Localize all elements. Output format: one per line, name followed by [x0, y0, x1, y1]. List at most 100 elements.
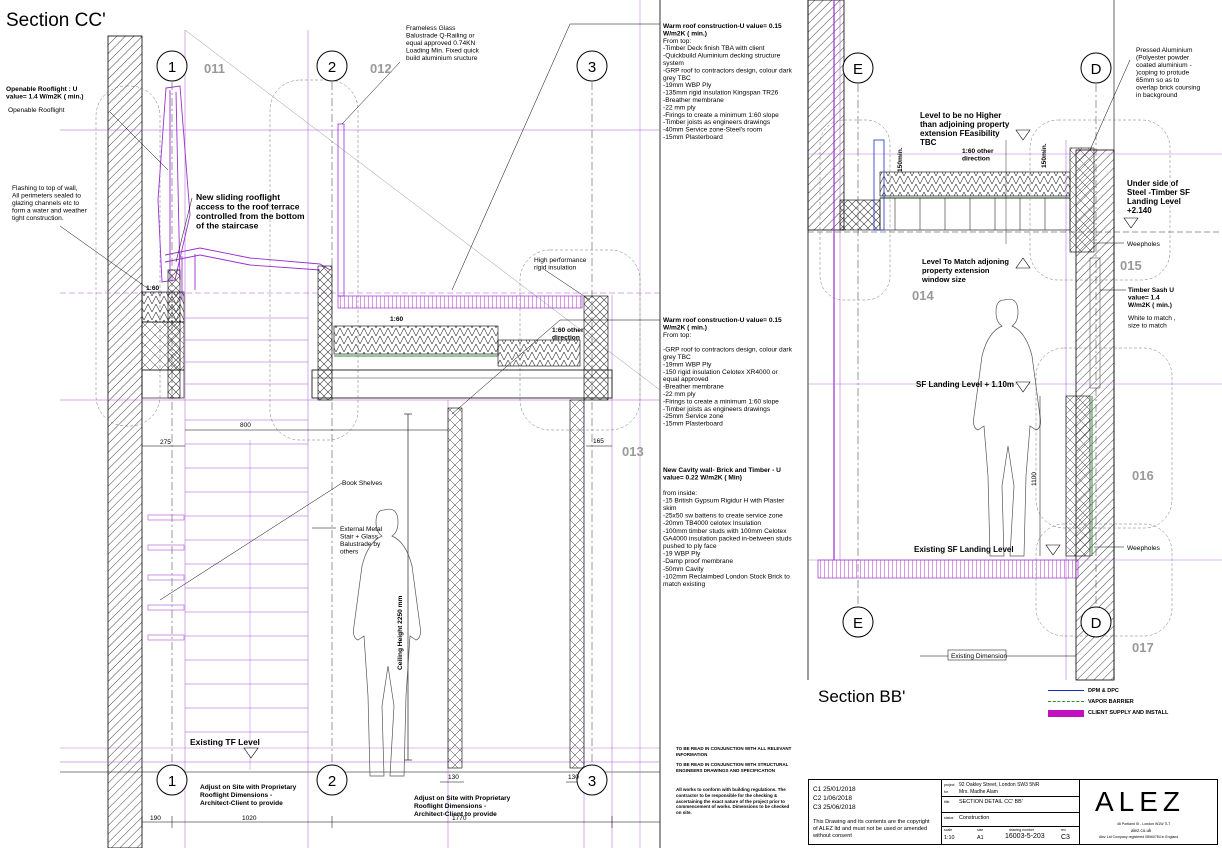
note-line: -15mm Plasterboard: [663, 421, 723, 428]
note-line: -Firings to create a minimum 1:60 slope: [663, 112, 779, 119]
note-regulations: All works to conform with building regul…: [676, 787, 790, 815]
note-line: -22 mm ply: [663, 391, 696, 398]
note-line: Warm roof construction-U value= 0.15: [663, 23, 782, 30]
note-line: TBC: [920, 138, 937, 147]
section-cc: 1 2 3 1 2 3: [59, 0, 809, 848]
note-line: 1:60 other: [552, 327, 584, 334]
note-existing-dimension: Existing Dimension: [951, 653, 1007, 660]
note-line: -15 British Gypsum Rigidur H with Plaste…: [663, 497, 785, 504]
rev-value: C3: [1061, 834, 1070, 841]
note-line: -25mm Service zone: [663, 413, 724, 420]
svg-text:E: E: [853, 615, 863, 632]
grid-marker-d-top: D: [1080, 52, 1112, 84]
note-line: [663, 339, 665, 346]
note-line: Frameless Glass: [406, 25, 456, 32]
note-line: -Damp proof membrane: [663, 558, 733, 565]
note-line: White to match ,: [1128, 315, 1176, 322]
note-line: tight construction.: [12, 215, 64, 222]
note-line: Architect-Client to provide: [414, 811, 497, 818]
note-line: Rooflight Dimensions -: [414, 803, 486, 810]
sf-floor: [817, 559, 1079, 579]
note-line: (Polyester powder: [1136, 55, 1190, 62]
note-white-match: White to match ,size to match: [1128, 315, 1176, 330]
note-line: New sliding rooflight: [196, 192, 280, 202]
legend-item-vapor: VAPOR BARRIER: [1048, 699, 1218, 707]
note-weepholes-2: Weepholes: [1127, 545, 1161, 552]
note-line: direction: [552, 335, 580, 342]
note-line: External Metal: [340, 526, 383, 533]
note-line: Rooflight Dimensions -: [200, 792, 272, 799]
grid-marker-3-bottom: 3: [576, 764, 608, 796]
note-line: Warm roof construction-U value= 0.15: [663, 317, 782, 324]
note-ceiling-height: Ceiling Height 2250 mm: [397, 595, 404, 670]
client-label: for: [944, 790, 949, 794]
company-address: 46 Portland St - London W1W 7LT: [1117, 822, 1171, 826]
drawing-number: 16003-5-203: [1005, 833, 1045, 840]
dim-800: 800: [240, 422, 251, 429]
book-shelves: [147, 514, 185, 641]
note-line: Steel -Timber SF: [1127, 188, 1190, 197]
status-value: Construction: [959, 815, 990, 821]
note-line: 1:60 other: [962, 148, 994, 155]
note-line: W/m2K ( min.): [663, 324, 707, 331]
note-read-conjunction: TO BE READ IN CONJUNCTION WITH ALL RELEV…: [676, 746, 792, 757]
note-line: +2.140: [1127, 206, 1152, 215]
note-line: Stair + Glass: [340, 534, 379, 541]
note-existing-sf: Existing SF Landing Level: [914, 545, 1014, 554]
human-figure: [353, 508, 421, 777]
section-bb: E D E D: [807, 0, 1222, 681]
alez-logo: ALEZ: [1095, 786, 1186, 817]
grid-marker-e-top: E: [842, 52, 874, 84]
note-slope-160: 1:60: [146, 285, 160, 292]
general-notes: TO BE READ IN CONJUNCTION WITH ALL RELEV…: [676, 746, 796, 820]
note-openable-rooflight: Openable Rooflight: [8, 107, 65, 114]
room-012: 012: [370, 61, 392, 76]
note-line: -19mm WBP Ply: [663, 82, 712, 89]
grid-marker-1-bottom: 1: [156, 764, 188, 796]
note-line: of the staircase: [196, 221, 259, 231]
note-line: direction: [962, 156, 990, 163]
dim-1100: 1100: [1031, 472, 1038, 486]
svg-text:1: 1: [168, 773, 176, 790]
note-line: system: [663, 60, 684, 67]
note-line: -Timber joists as engineers drawings: [663, 119, 771, 126]
note-line: Landing Level: [1127, 197, 1181, 206]
note-line: Pressed Aluminium: [1136, 47, 1193, 54]
note-line: -Quickbuild Aluminium decking structure: [663, 53, 781, 60]
note-line: )coping to protude: [1136, 70, 1189, 77]
company-registration: Alez Ltd Company registered 08960784 in …: [1099, 835, 1179, 839]
size-label: size: [977, 828, 984, 832]
note-line: -15mm Plasterboard: [663, 134, 723, 141]
note-line: coated aluminium -: [1136, 62, 1192, 69]
note-line: GA4000 insulation packed in-between stud…: [663, 535, 792, 542]
grid-marker-1-top: 1: [156, 50, 188, 82]
note-line: -Timber Deck finish TBA with client: [663, 45, 765, 52]
note-line: equal approved: [663, 376, 709, 383]
room-017: 017: [1132, 640, 1154, 655]
rev-c2: C2 1/06/2018: [813, 795, 853, 802]
note-line: -Firings to create a minimum 1:60 slope: [663, 398, 779, 405]
note-line: W/m2K ( min.): [663, 30, 707, 37]
svg-text:2: 2: [328, 773, 336, 790]
roof-insulation: [333, 325, 499, 355]
dim-130-b: 130: [568, 774, 579, 781]
note-line: in background: [1136, 92, 1178, 99]
grid-marker-2-bottom: 2: [316, 764, 348, 796]
svg-text:E: E: [853, 61, 863, 78]
grid-marker-e-bottom: E: [842, 606, 874, 638]
rev-c1: C1 25/01/2018: [813, 786, 856, 793]
note-line: -19 WBP Ply: [663, 551, 701, 558]
note-line: value= 1.4 W/m2K ( min.): [6, 94, 84, 101]
svg-text:D: D: [1091, 61, 1102, 78]
note-slope-160-roof: 1:60: [390, 316, 404, 323]
grid-marker-3-top: 3: [576, 50, 608, 82]
status-label: status: [944, 816, 954, 820]
